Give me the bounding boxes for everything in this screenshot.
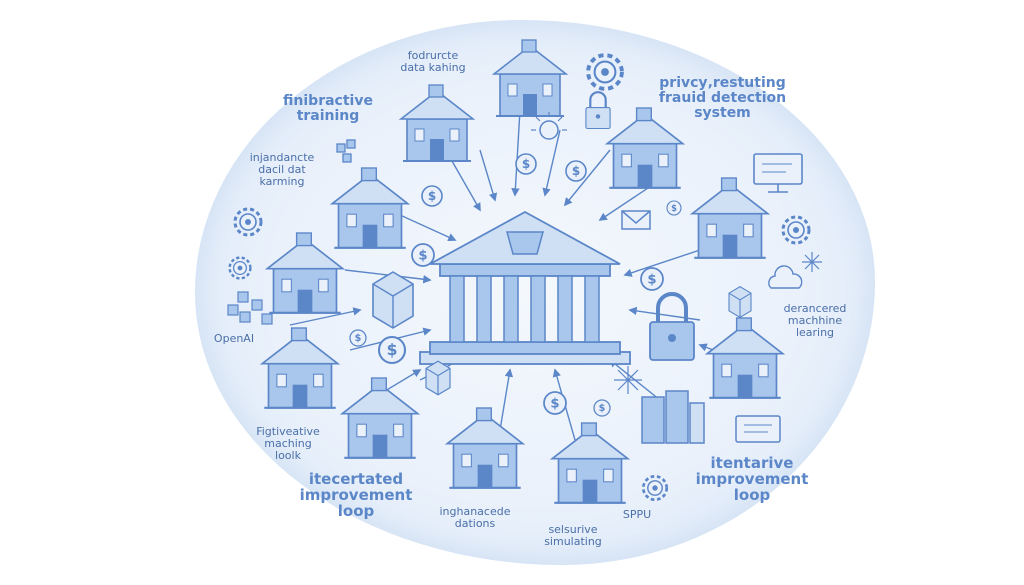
server-stack-icon: [641, 390, 705, 444]
coin-icon: [640, 267, 664, 291]
label-privcy: privcy‚restuting frauid detection system: [658, 75, 787, 122]
data-cube-icon: [728, 285, 752, 319]
envelope-icon: [621, 210, 651, 230]
coin-icon: [421, 185, 443, 207]
label-selsurive: selsurive simulating: [544, 523, 602, 548]
handshake-icon: [336, 139, 356, 163]
label-openai: OpenAI: [213, 332, 255, 345]
bank-building: [331, 166, 409, 249]
bank-building: [493, 39, 567, 117]
lightbulb-icon: [531, 112, 567, 140]
coin-icon: [543, 391, 567, 415]
coin-icon: [666, 200, 682, 216]
coin-icon: [411, 243, 435, 267]
coin-icon: [515, 153, 537, 175]
label-itecertated: itecertated improvement loop: [299, 470, 413, 521]
gear-icon: [586, 53, 624, 91]
sparkle-icon: [802, 252, 822, 272]
label-fodrurcte: fodrurcte data kahing: [400, 49, 466, 74]
padlock-icon: [649, 292, 695, 361]
bank-building: [341, 376, 419, 459]
data-cube-icon: [372, 271, 414, 329]
central-bank-building: [419, 210, 631, 365]
gear-icon: [228, 256, 252, 280]
label-injandancte: injandancte dacil dat karming: [249, 151, 315, 188]
puzzle-icon: [227, 291, 273, 325]
coin-icon: [565, 160, 587, 182]
coin-icon: [349, 329, 367, 347]
label-sppu: SPPU: [622, 508, 652, 521]
label-itentarive: itentarive improvement loop: [695, 454, 809, 505]
sparkle-icon: [614, 366, 642, 394]
data-cube-icon: [425, 360, 451, 396]
coin-icon: [593, 399, 611, 417]
label-figtiveative: Figtiveative maching loolk: [256, 425, 320, 462]
padlock-icon: [585, 91, 611, 130]
label-inghanacede: inghanacede dations: [439, 505, 511, 530]
label-finibractive: finibractive training: [283, 93, 373, 125]
label-deranceroed: derancered machhine learing: [783, 302, 847, 339]
gear-icon: [781, 215, 811, 245]
bank-building: [446, 406, 524, 489]
coin-icon: [377, 335, 407, 365]
bank-building: [266, 231, 344, 314]
bank-building: [551, 421, 629, 504]
monitor-icon: [753, 153, 803, 193]
cloud-icon: [768, 265, 803, 289]
gear-icon: [641, 474, 669, 502]
document-icon: [735, 415, 781, 443]
bank-building: [261, 326, 339, 409]
gear-icon: [233, 207, 263, 237]
bank-building: [400, 84, 474, 162]
bank-building: [691, 176, 769, 259]
